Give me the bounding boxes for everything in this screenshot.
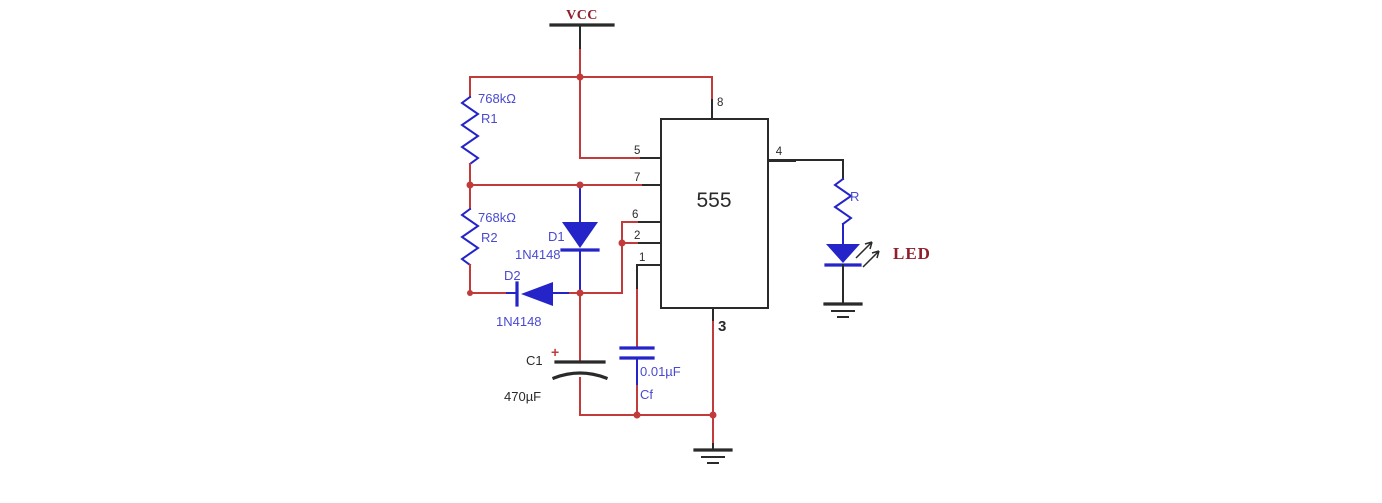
pin4-label: 4 — [776, 146, 783, 158]
ground-symbol — [823, 302, 863, 318]
arrow-icon — [862, 250, 880, 268]
vcc-label: VCC — [566, 8, 598, 23]
ic-body — [660, 118, 769, 309]
junction-dots — [466, 73, 717, 419]
r1-value-label: 768kΩ — [478, 91, 516, 106]
d2-part-label: 1N4148 — [496, 314, 542, 329]
d1-symbol — [562, 222, 598, 248]
pin5-label: 5 — [634, 145, 640, 157]
pin6-label: 6 — [632, 209, 638, 221]
d2-symbol — [521, 282, 553, 306]
vcc-symbol: VCC — [549, 8, 615, 79]
resistor-r2: 768kΩ R2 — [460, 184, 516, 294]
c1-bottom-plate — [551, 371, 609, 381]
diode-d2: D2 1N4148 — [469, 268, 623, 329]
pin2-label: 2 — [634, 230, 640, 242]
pin7-label: 7 — [634, 172, 640, 184]
led-symbol — [824, 241, 880, 268]
r2-symbol — [460, 207, 480, 267]
capacitor-c1: C1 + 470µF — [504, 292, 609, 416]
r-ref-label: R — [850, 189, 859, 204]
r2-ref-label: R2 — [481, 230, 498, 245]
r2-value-label: 768kΩ — [478, 210, 516, 225]
output-branch: R LED — [767, 159, 931, 318]
d1-ref-label: D1 — [548, 229, 565, 244]
r1-ref-label: R1 — [481, 111, 498, 126]
r1-symbol — [460, 95, 480, 166]
junction-dot — [576, 181, 584, 189]
ic-label: 555 — [696, 189, 731, 212]
junction-dot — [467, 290, 473, 296]
ground-symbol — [693, 448, 733, 464]
junction-dot — [466, 181, 474, 189]
led-triangle — [826, 244, 860, 263]
junction-dot — [618, 239, 626, 247]
r-symbol — [833, 177, 853, 226]
pin3-ground-branch — [693, 307, 733, 464]
resistor-r1: 768kΩ R1 — [460, 76, 516, 187]
d1-part-label: 1N4148 — [515, 247, 561, 262]
led-emission-arrows — [855, 241, 880, 268]
cf-value-label: 0.01µF — [640, 364, 681, 379]
pin3-label: 3 — [718, 318, 726, 335]
junction-dot — [576, 73, 584, 81]
pin1-label: 1 — [639, 252, 645, 264]
c1-polarity-label: + — [551, 344, 559, 360]
diode-d1: D1 1N4148 — [515, 186, 600, 292]
wire-pin6-pin2 — [621, 221, 662, 294]
pin8-label: 8 — [717, 97, 723, 109]
ic-555: 555 8 5 7 6 2 1 4 3 — [632, 76, 783, 335]
arrow-icon — [855, 241, 873, 259]
junction-dot — [633, 411, 641, 419]
junction-dot — [709, 411, 717, 419]
c1-value-label: 470µF — [504, 389, 541, 404]
c1-ref-label: C1 — [526, 353, 543, 368]
cf-ref-label: Cf — [640, 387, 653, 402]
d2-ref-label: D2 — [504, 268, 521, 283]
led-label: LED — [893, 244, 931, 263]
capacitor-cf: 0.01µF Cf — [619, 264, 681, 416]
junction-dot — [576, 289, 584, 297]
